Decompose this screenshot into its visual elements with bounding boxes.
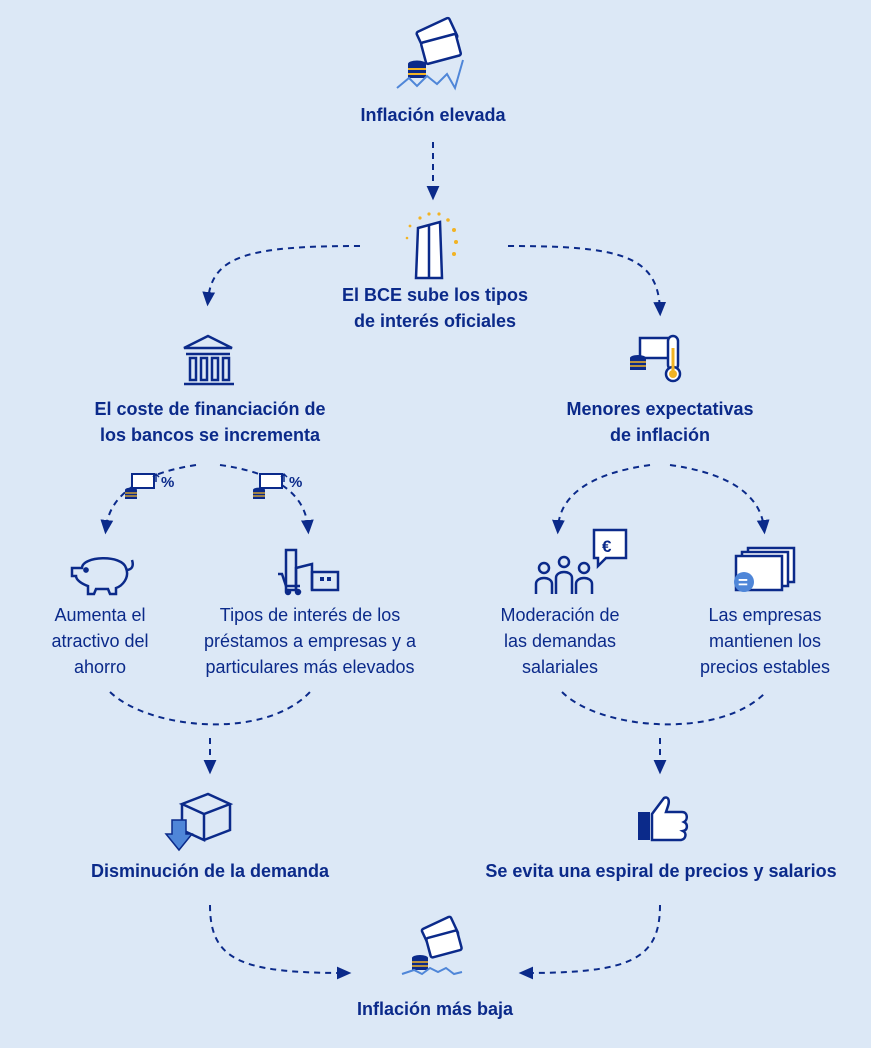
merge-curve-right xyxy=(561,691,767,726)
arrow-banks-to-savings xyxy=(100,464,197,535)
percent-symbol: % xyxy=(289,474,302,491)
node-line: El coste de financiación de xyxy=(94,399,326,419)
node-line: Inflación más baja xyxy=(356,999,514,1019)
percent-symbol: % xyxy=(161,474,174,491)
stable-prices-icon: = xyxy=(734,546,796,592)
equals-symbol: = xyxy=(738,573,748,592)
node-ecb-raises-rates: El BCE sube los tipos de interés oficial… xyxy=(310,282,560,334)
node-line: Aumenta el xyxy=(54,605,146,625)
node-no-spiral: Se evita una espiral de precios y salari… xyxy=(456,858,866,884)
node-line: Tipos de interés de los xyxy=(219,605,401,625)
node-loan-rates: Tipos de interés de los préstamos a empr… xyxy=(180,602,440,680)
piggy-bank-icon xyxy=(70,557,134,596)
node-bank-funding-cost: El coste de financiación de los bancos s… xyxy=(60,396,360,448)
box-down-icon xyxy=(164,792,234,852)
thumbs-up-icon xyxy=(638,796,689,842)
node-line: las demandas xyxy=(503,631,617,651)
node-line: particulares más elevados xyxy=(205,657,415,677)
node-savings: Aumenta el atractivo del ahorro xyxy=(20,602,180,680)
node-line: mantienen los xyxy=(708,631,822,651)
money-percent-icon: % xyxy=(125,472,174,499)
node-line: los bancos se incrementa xyxy=(99,425,321,445)
arrow-banks-to-loans xyxy=(219,464,314,535)
arrow-spiral-to-lower xyxy=(518,904,661,980)
merge-curve-left xyxy=(109,691,311,726)
node-line: de inflación xyxy=(609,425,710,445)
thermometer-money-icon xyxy=(630,334,682,383)
node-line: Inflación elevada xyxy=(360,105,506,125)
node-line: Las empresas xyxy=(708,605,822,625)
arrow-ecb-to-expectations xyxy=(507,245,667,317)
node-stable-prices: Las empresas mantienen los precios estab… xyxy=(680,602,850,680)
node-line: Moderación de xyxy=(500,605,620,625)
arrow-expectations-to-wages xyxy=(552,464,651,535)
node-high-inflation: Inflación elevada xyxy=(333,102,533,128)
bank-icon xyxy=(183,334,234,386)
node-line: Se evita una espiral de precios y salari… xyxy=(485,861,837,881)
node-lower-expectations: Menores expectativas de inflación xyxy=(530,396,790,448)
node-line: atractivo del xyxy=(51,631,149,651)
money-percent-icon: % xyxy=(253,472,302,499)
node-lower-demand: Disminución de la demanda xyxy=(60,858,360,884)
node-line: préstamos a empresas y a xyxy=(203,631,417,651)
factory-cart-icon xyxy=(278,548,340,596)
node-line: Disminución de la demanda xyxy=(90,861,330,881)
node-line: de interés oficiales xyxy=(353,311,517,331)
node-line: Menores expectativas xyxy=(566,399,754,419)
lower-inflation-icon xyxy=(401,915,463,976)
arrow-demand-to-lower xyxy=(209,904,352,980)
arrow-expectations-to-prices xyxy=(669,464,770,535)
people-euro-icon: € xyxy=(534,528,628,594)
node-line: salariales xyxy=(521,657,599,677)
node-wage-moderation: Moderación de las demandas salariales xyxy=(480,602,640,680)
node-line: precios estables xyxy=(699,657,831,677)
euro-symbol: € xyxy=(602,537,612,556)
node-line: El BCE sube los tipos xyxy=(341,285,529,305)
inflation-icon xyxy=(396,16,464,91)
node-lower-inflation: Inflación más baja xyxy=(320,996,550,1022)
ecb-tower-icon xyxy=(405,212,458,280)
arrow-ecb-to-banks xyxy=(202,245,361,307)
node-line: ahorro xyxy=(73,657,127,677)
